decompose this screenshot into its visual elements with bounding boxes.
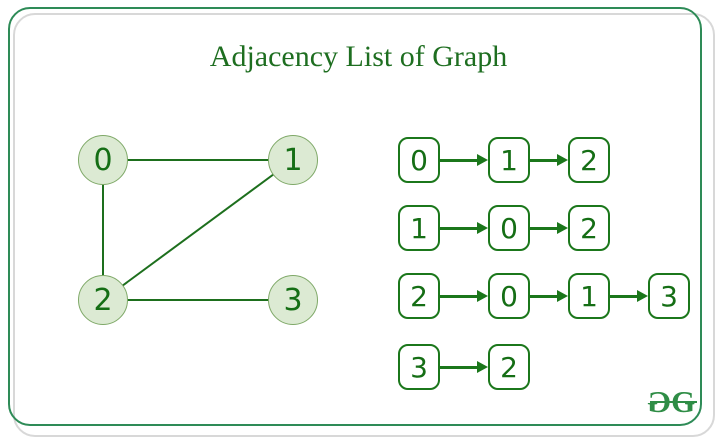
list-node-label: 0	[500, 211, 518, 245]
list-node-label: 1	[410, 211, 428, 245]
list-node-label: 3	[410, 350, 428, 384]
adjacency-row-1: 1 0 2	[398, 205, 610, 251]
list-node: 0	[398, 137, 440, 183]
list-node-label: 1	[580, 279, 598, 313]
list-node: 3	[398, 344, 440, 390]
list-node: 0	[488, 273, 530, 319]
graph-node-0: 0	[78, 135, 128, 185]
arrow-right-icon	[440, 344, 488, 390]
card-shadow-border	[13, 13, 715, 437]
card-border	[8, 7, 702, 426]
geeksforgeeks-logo: GG	[650, 384, 700, 419]
arrow-right-icon	[530, 273, 568, 319]
list-node-label: 2	[580, 143, 598, 177]
arrow-right-icon	[530, 205, 568, 251]
list-node-label: 0	[410, 143, 428, 177]
adjacency-row-3: 3 2	[398, 344, 530, 390]
list-node-label: 2	[500, 350, 518, 384]
arrow-right-icon	[610, 273, 648, 319]
arrow-right-icon	[440, 137, 488, 183]
list-node-label: 1	[500, 143, 518, 177]
arrow-right-icon	[440, 205, 488, 251]
list-node-label: 2	[580, 211, 598, 245]
graph-node-label: 3	[283, 282, 303, 318]
list-node-label: 2	[410, 279, 428, 313]
graph-node-2: 2	[78, 275, 128, 325]
graph-node-label: 1	[283, 142, 303, 178]
edge-1-2	[102, 159, 294, 301]
list-node: 0	[488, 205, 530, 251]
page-title: Adjacency List of Graph	[209, 40, 508, 73]
list-node: 1	[488, 137, 530, 183]
list-node-label: 0	[500, 279, 518, 313]
graph-node-label: 0	[93, 142, 113, 178]
list-node: 2	[488, 344, 530, 390]
list-node: 2	[398, 273, 440, 319]
logo-crossbar	[650, 401, 697, 403]
graph-node-1: 1	[268, 135, 318, 185]
graph-node-label: 2	[93, 282, 113, 318]
arrow-right-icon	[440, 273, 488, 319]
list-node: 1	[568, 273, 610, 319]
list-node: 3	[648, 273, 690, 319]
list-node: 2	[568, 137, 610, 183]
adjacency-row-0: 0 1 2	[398, 137, 610, 183]
list-node-label: 3	[660, 279, 678, 313]
list-node: 1	[398, 205, 440, 251]
graph-node-3: 3	[268, 275, 318, 325]
list-node: 2	[568, 205, 610, 251]
arrow-right-icon	[530, 137, 568, 183]
adjacency-row-2: 2 0 1 3	[398, 273, 690, 319]
